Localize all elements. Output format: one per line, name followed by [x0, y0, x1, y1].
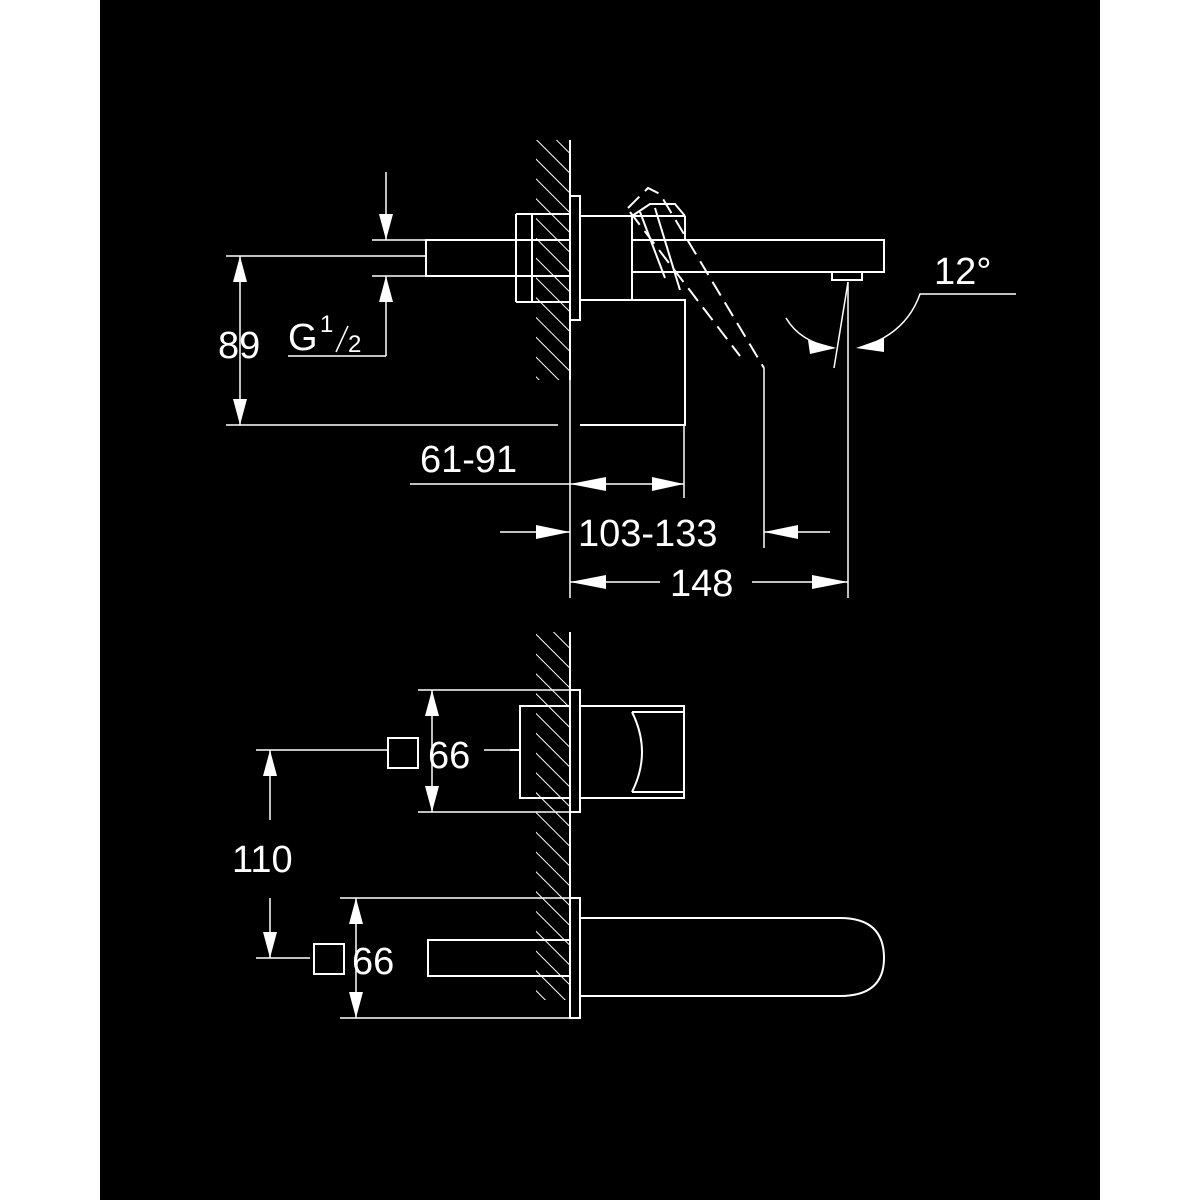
thread-stub: [425, 239, 571, 277]
thread-label: G: [288, 317, 318, 359]
wall-section-top: [536, 140, 571, 380]
rough-in-body: [515, 213, 570, 303]
escutcheon: [580, 299, 686, 426]
spout-plate-label: 66: [352, 941, 394, 983]
handle-plate-dimension: [387, 689, 570, 813]
depth-dimension-a: [410, 477, 684, 491]
handle-wall-plate: [569, 689, 581, 813]
thread-denominator: 2: [348, 331, 361, 358]
side-view: 89 G 1 2 61-91: [218, 140, 1016, 605]
depth-label-a: 61-91: [420, 439, 517, 481]
drawing-sheet: [100, 0, 1100, 1200]
wall-plate: [569, 195, 581, 321]
center-distance-dimension: [256, 749, 510, 959]
wall-section-bottom: [536, 632, 571, 1000]
handle-body: [510, 705, 685, 799]
spout-wall-plate: [569, 897, 581, 1019]
angle-dimension: [785, 281, 1016, 369]
spout-body: [580, 215, 885, 301]
depth-dimension-b: [500, 525, 830, 539]
lever-handle: [631, 203, 686, 291]
fraction-slash: [335, 325, 349, 353]
thread-dimension: [288, 172, 426, 357]
thread-numerator: 1: [320, 311, 333, 338]
front-view: 66 110 66: [232, 632, 886, 1019]
handle-plate-label: 66: [428, 735, 470, 777]
depth-label-b: 103-133: [578, 513, 717, 555]
lever-travel: [627, 186, 765, 369]
spout-body-front: [427, 917, 886, 997]
spout-plate-dimension: [313, 897, 570, 1019]
spout-length-label: 148: [670, 563, 733, 605]
height-label: 89: [218, 325, 260, 367]
angle-label: 12°: [934, 251, 991, 293]
center-distance-label: 110: [232, 839, 293, 881]
spout-length-dimension: [570, 575, 848, 589]
height-dimension: [226, 255, 558, 426]
